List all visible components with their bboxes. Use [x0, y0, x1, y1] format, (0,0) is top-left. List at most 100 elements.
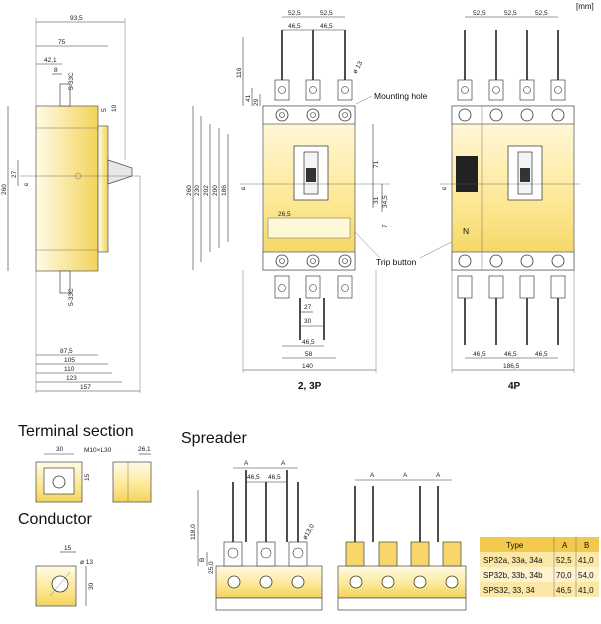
side-dim-42-1: 42,1 [44, 57, 57, 64]
front3p-hole-dim: ø 13 [352, 60, 365, 75]
table-row-2 [480, 567, 599, 582]
side-dim-123: 123 [66, 375, 77, 382]
front4p-bottom-46-5-a: 46,5 [473, 351, 486, 358]
front3p-top-46-5-b: 46,5 [320, 23, 333, 30]
front3p-right-31: 31 [373, 196, 380, 204]
callout-trip-button: Trip button [376, 257, 417, 267]
side-dim-87-5: 87,5 [60, 348, 73, 355]
front3p-bottom-27: 27 [304, 304, 312, 311]
spreader-a-4: A [403, 472, 408, 479]
spreader-a-5: A [436, 472, 441, 479]
spreader-title: Spreader [181, 430, 247, 447]
table-header-row [480, 537, 599, 552]
front3p-left-41: 41 [245, 94, 252, 102]
side-dim-110: 110 [64, 366, 75, 373]
terminal-section-title: Terminal section [18, 423, 134, 440]
spreader: Spreader A A 46,5 46,5 118,0 B 25,0 ø13,… [181, 430, 467, 611]
front3p-inner-26-5: 26,5 [278, 211, 291, 218]
side-dim-260: 260 [1, 184, 8, 195]
callout-mounting-hole: Mounting hole [374, 91, 428, 101]
front3p-left-29: 29 [253, 98, 260, 106]
spreader-a-1: A [244, 460, 249, 467]
side-depth-bottom: 5-33C [68, 288, 75, 306]
front4p-bottom-46-5-b: 46,5 [504, 351, 517, 358]
neutral-label: N [463, 226, 469, 236]
front4p-bottom-46-5-c: 46,5 [535, 351, 548, 358]
front3p-right-71: 71 [373, 160, 380, 168]
side-front-face [97, 125, 109, 253]
terminal-section: Terminal section 30 M10×L30 15 26,1 [18, 423, 152, 503]
front4p-top-52-5-a: 52,5 [473, 10, 486, 17]
table-cell: SPS32, 33, 34 [483, 586, 535, 595]
table-header-a: A [562, 541, 568, 550]
front3p-caption: 2, 3P [298, 381, 322, 392]
spreader-inner-46-5-a: 46,5 [247, 474, 260, 481]
table-cell: 52,5 [556, 556, 572, 565]
side-dim-5: 5 [101, 108, 108, 112]
front3p-left-202: 202 [203, 185, 210, 196]
front4p-caption: 4P [508, 381, 521, 392]
front3p-left-230: 230 [194, 185, 201, 196]
front4p-bottom-186-5: 186,5 [503, 363, 520, 370]
spreader-a-3: A [370, 472, 375, 479]
side-handle [107, 159, 133, 185]
terminal-dim-30: 30 [56, 446, 64, 453]
front3p-top-52-5-a: 52,5 [288, 10, 301, 17]
conductor-dim-15: 15 [64, 545, 72, 552]
spreader-a-2: A [281, 460, 286, 467]
front3p-right-7: 7 [382, 224, 389, 228]
side-dim-8: 8 [54, 67, 58, 74]
spreader-left-25: 25,0 [208, 561, 215, 574]
front3p-bottom-46-5: 46,5 [302, 339, 315, 346]
front3p-top-52-5-b: 52,5 [320, 10, 333, 17]
front3p-right-34-5: 34,5 [382, 195, 389, 208]
table-cell: SP32b, 33b, 34b [483, 571, 543, 580]
front3p-center-mark: ɕ [240, 186, 247, 190]
table-cell: 46,5 [556, 586, 572, 595]
front3p-bottom-58: 58 [305, 351, 313, 358]
spreader-inner-46-5-b: 46,5 [268, 474, 281, 481]
side-dim-93-5: 93,5 [70, 15, 83, 22]
conductor: Conductor 15 ø 13 30 [18, 511, 95, 607]
conductor-title: Conductor [18, 511, 92, 528]
terminal-dim-26-1: 26,1 [138, 446, 151, 453]
side-center-mark: ɕ [23, 182, 30, 186]
table-row-3 [480, 582, 599, 597]
terminal-dim-15: 15 [84, 473, 91, 481]
side-body [35, 105, 99, 272]
side-dim-157: 157 [80, 384, 91, 391]
spreader-left-118: 118,0 [190, 524, 197, 540]
side-dim-105: 105 [64, 357, 75, 364]
unit-label: [mm] [576, 2, 594, 11]
front3p-left-186: 186 [221, 185, 228, 196]
table-row-1 [480, 552, 599, 567]
side-view: 5-33C 5-33C 93,5 75 42,1 8 5 10 260 27 ɕ… [1, 15, 141, 393]
front4p-top-52-5-c: 52,5 [535, 10, 548, 17]
table-cell: 41,0 [578, 556, 594, 565]
side-dim-27: 27 [11, 170, 18, 178]
front3p-bottom-30: 30 [304, 318, 312, 325]
conductor-dim-30: 30 [88, 582, 95, 590]
table-cell: 41,0 [578, 586, 594, 595]
neutral-block [456, 156, 478, 192]
front3p-left-200: 200 [212, 185, 219, 196]
table-cell: SP32a, 33a, 34a [483, 556, 543, 565]
front3p-top-46-5-a: 46,5 [288, 23, 301, 30]
table-header-b: B [584, 541, 589, 550]
front3p-left-260: 260 [186, 185, 193, 196]
table-cell: 54,0 [578, 571, 594, 580]
side-depth-top: 5-33C [68, 72, 75, 90]
front4p-center-mark: ɕ [441, 186, 448, 190]
table-header-type: Type [506, 541, 524, 550]
conductor-dim-hole: ø 13 [80, 559, 93, 566]
spreader-hole-dim: ø13,0 [302, 523, 317, 541]
terminal-dim-m10: M10×L30 [84, 447, 112, 454]
front3p-bottom-140: 140 [302, 363, 313, 370]
side-dim-10: 10 [111, 104, 118, 112]
front3p-left-116: 116 [236, 67, 243, 78]
spreader-left-b: B [199, 558, 206, 562]
table-cell: 70,0 [556, 571, 572, 580]
front-view-3p: 26,5 52,5 52,5 46,5 46,5 ø 13 116 41 29 … [186, 10, 390, 392]
spreader-type-table: Type A B SP32a, 33a, 34a 52,5 41,0 SP32b… [480, 537, 599, 597]
